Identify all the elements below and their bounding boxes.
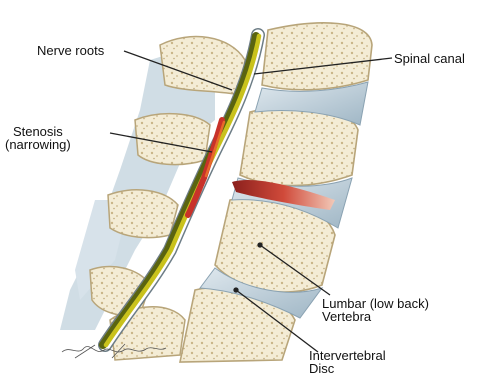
intervertebral-disc-label: Intervertebral Disc — [309, 349, 386, 375]
lumbar-vertebra-label: Lumbar (low back) Vertebra — [322, 297, 429, 323]
spinous-process-top — [160, 37, 245, 95]
stenosis-label: Stenosis (narrowing) — [5, 125, 71, 151]
nerve-roots-label: Nerve roots — [37, 44, 104, 57]
spinous-process-lower — [108, 190, 178, 238]
spinal-canal-label: Spinal canal — [394, 52, 465, 65]
vertebra-top — [262, 23, 372, 90]
